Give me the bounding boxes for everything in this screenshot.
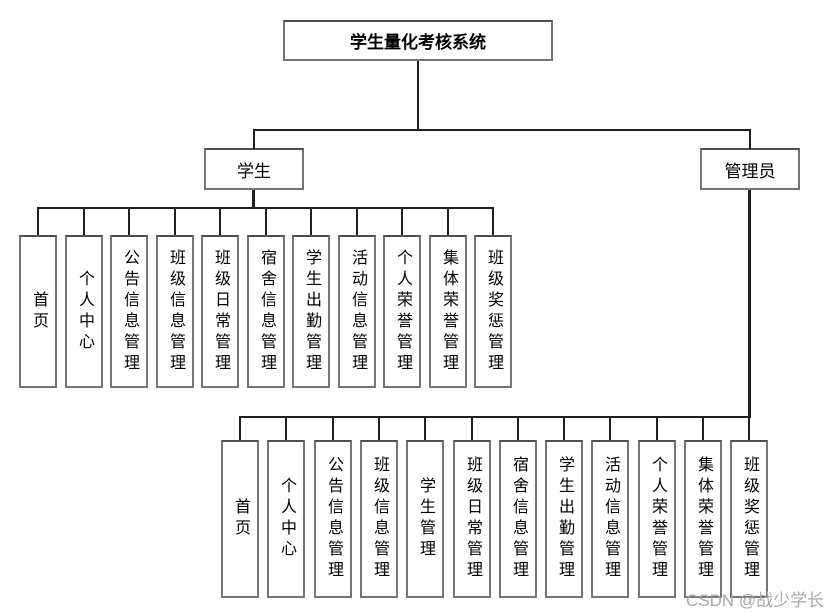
leaf-stub [239, 416, 241, 440]
node-leaf-label: 学生出勤管理 [303, 248, 320, 375]
leaf-stub [656, 416, 658, 440]
leaf-stub [563, 416, 565, 440]
node-leaf-admin: 个人荣誉管理 [638, 440, 676, 598]
leaf-stub [424, 416, 426, 440]
node-leaf-label: 班级奖惩管理 [741, 456, 758, 582]
leaf-stub [378, 416, 380, 440]
admin-drop [749, 129, 751, 149]
node-root: 学生量化考核系统 [283, 20, 553, 61]
node-leaf-student: 学生出勤管理 [292, 235, 330, 388]
root-stem [417, 61, 419, 131]
leaf-stub [471, 416, 473, 440]
node-leaf-label: 首页 [30, 290, 47, 333]
node-leaf-student: 班级奖惩管理 [474, 235, 512, 388]
leaf-stub [492, 207, 494, 235]
node-leaf-label: 宿舍信息管理 [258, 248, 275, 375]
node-leaf-admin: 公告信息管理 [314, 440, 352, 598]
leaf-stub [174, 207, 176, 235]
node-leaf-label: 公告信息管理 [121, 248, 138, 375]
node-leaf-admin: 活动信息管理 [591, 440, 629, 598]
node-branch-admin: 管理员 [700, 148, 800, 190]
node-leaf-admin: 首页 [221, 440, 259, 598]
node-leaf-student: 班级日常管理 [201, 235, 239, 388]
node-leaf-admin: 班级日常管理 [453, 440, 491, 598]
node-leaf-label: 公告信息管理 [325, 456, 342, 582]
node-leaf-student: 首页 [19, 235, 57, 388]
leaf-stub [128, 207, 130, 235]
leaf-stub [332, 416, 334, 440]
node-leaf-label: 活动信息管理 [602, 456, 619, 582]
node-leaf-label: 集体荣誉管理 [440, 248, 457, 375]
top-bus [253, 129, 751, 131]
node-leaf-student: 个人中心 [65, 235, 103, 388]
admin-stem [748, 190, 751, 418]
leaf-stub [37, 207, 39, 235]
node-leaf-label: 首页 [232, 498, 249, 540]
node-leaf-admin: 班级奖惩管理 [730, 440, 768, 598]
node-leaf-label: 集体荣誉管理 [695, 456, 712, 582]
node-leaf-label: 班级信息管理 [371, 456, 388, 582]
node-leaf-student: 个人荣誉管理 [383, 235, 421, 388]
node-leaf-label: 个人中心 [76, 269, 93, 354]
leaf-stub [219, 207, 221, 235]
node-leaf-admin: 宿舍信息管理 [499, 440, 537, 598]
student-drop [253, 129, 255, 149]
node-leaf-admin: 个人中心 [267, 440, 305, 598]
admin-bus [239, 416, 751, 418]
node-leaf-admin: 学生出勤管理 [545, 440, 583, 598]
node-leaf-label: 班级日常管理 [212, 248, 229, 375]
node-leaf-label: 班级日常管理 [464, 456, 481, 582]
node-leaf-student: 公告信息管理 [110, 235, 148, 388]
leaf-stub [356, 207, 358, 235]
leaf-stub [748, 416, 750, 440]
node-leaf-label: 个人中心 [278, 477, 295, 561]
leaf-stub [609, 416, 611, 440]
node-root-label: 学生量化考核系统 [350, 33, 486, 52]
node-leaf-student: 集体荣誉管理 [429, 235, 467, 388]
node-branch-admin-label: 管理员 [724, 161, 776, 181]
leaf-stub [447, 207, 449, 235]
node-leaf-student: 宿舍信息管理 [247, 235, 285, 388]
leaf-stub [265, 207, 267, 235]
node-leaf-label: 个人荣誉管理 [394, 248, 411, 375]
leaf-stub [310, 207, 312, 235]
node-leaf-admin: 班级信息管理 [360, 440, 398, 598]
node-leaf-label: 班级信息管理 [167, 248, 184, 375]
node-leaf-label: 班级奖惩管理 [485, 248, 502, 375]
node-leaf-admin: 学生管理 [406, 440, 444, 598]
node-leaf-admin: 集体荣誉管理 [684, 440, 722, 598]
leaf-stub [401, 207, 403, 235]
leaf-stub [517, 416, 519, 440]
node-leaf-label: 个人荣誉管理 [649, 456, 666, 582]
student-stem [252, 190, 255, 208]
node-branch-student-label: 学生 [237, 161, 271, 181]
node-branch-student: 学生 [204, 148, 304, 190]
node-leaf-label: 学生出勤管理 [556, 456, 573, 582]
node-leaf-label: 学生管理 [417, 477, 434, 561]
leaf-stub [285, 416, 287, 440]
node-leaf-label: 活动信息管理 [349, 248, 366, 375]
leaf-stub [83, 207, 85, 235]
node-leaf-student: 班级信息管理 [156, 235, 194, 388]
leaf-stub [702, 416, 704, 440]
node-leaf-label: 宿舍信息管理 [510, 456, 527, 582]
node-leaf-student: 活动信息管理 [338, 235, 376, 388]
